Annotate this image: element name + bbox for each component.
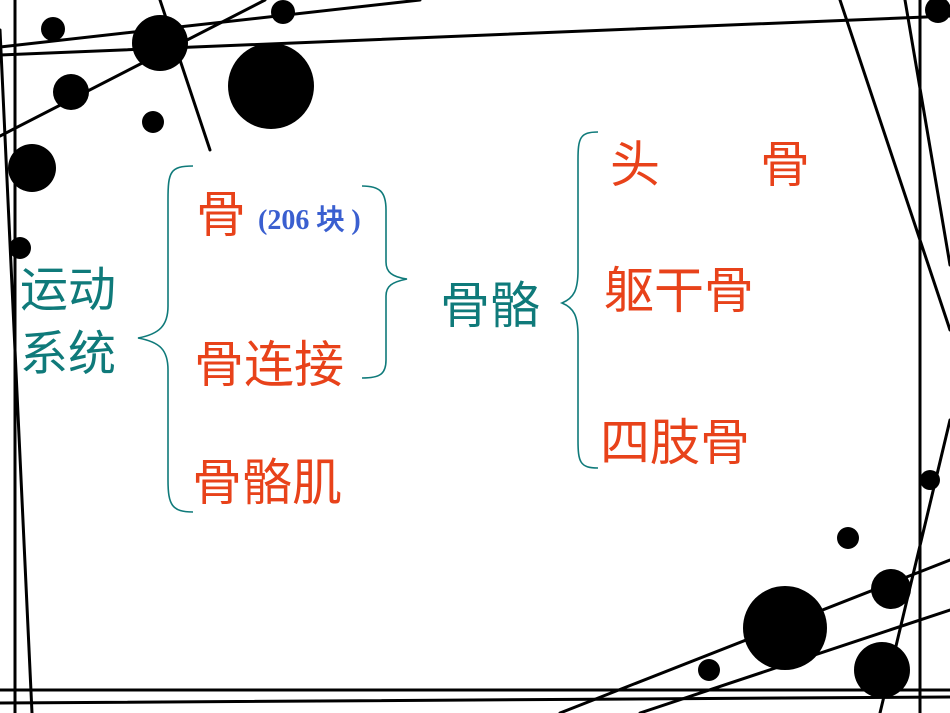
bone-count-note: (206 块 ): [258, 205, 361, 236]
item-bone: 骨: [196, 186, 246, 244]
group-brace: [559, 131, 599, 469]
right-brace: [361, 185, 408, 379]
item-skeletal-muscle: 骨骼肌: [192, 454, 342, 512]
item-trunk-bones: 躯干骨: [604, 262, 754, 320]
item-skull: 头 骨: [610, 136, 810, 194]
group-label-skeleton: 骨骼: [440, 277, 540, 335]
item-joints: 骨连接: [194, 336, 344, 394]
left-brace: [137, 165, 194, 513]
root-label-line2: 系统: [20, 326, 117, 382]
decorative-dots: [8, 0, 950, 698]
item-limb-bones: 四肢骨: [600, 414, 750, 472]
root-label-line1: 运动: [20, 262, 117, 318]
